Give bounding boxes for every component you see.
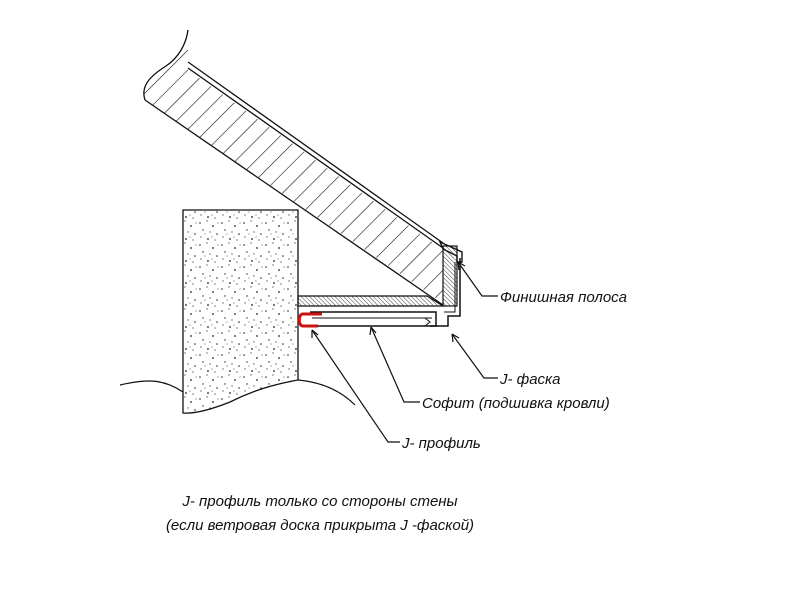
finish-strip — [438, 240, 463, 263]
label-soffit: Софит (подшивка кровли) — [422, 395, 610, 412]
soffit-support-board — [297, 295, 446, 307]
j-profile — [297, 312, 322, 328]
wall-block — [119, 209, 356, 414]
label-j-profile: J- профиль — [401, 435, 481, 452]
label-j-chamfer: J- фаска — [499, 371, 560, 388]
caption-line-1: J- профиль только со стороны стены — [181, 493, 457, 510]
leader-lines — [311, 261, 498, 443]
caption-line-2: (если ветровая доска прикрыта J -фаской) — [166, 517, 474, 534]
soffit-panel — [310, 311, 437, 327]
j-chamfer-profile — [430, 258, 461, 327]
roof-rafter — [143, 29, 444, 306]
label-finish-strip: Финишная полоса — [500, 289, 627, 306]
